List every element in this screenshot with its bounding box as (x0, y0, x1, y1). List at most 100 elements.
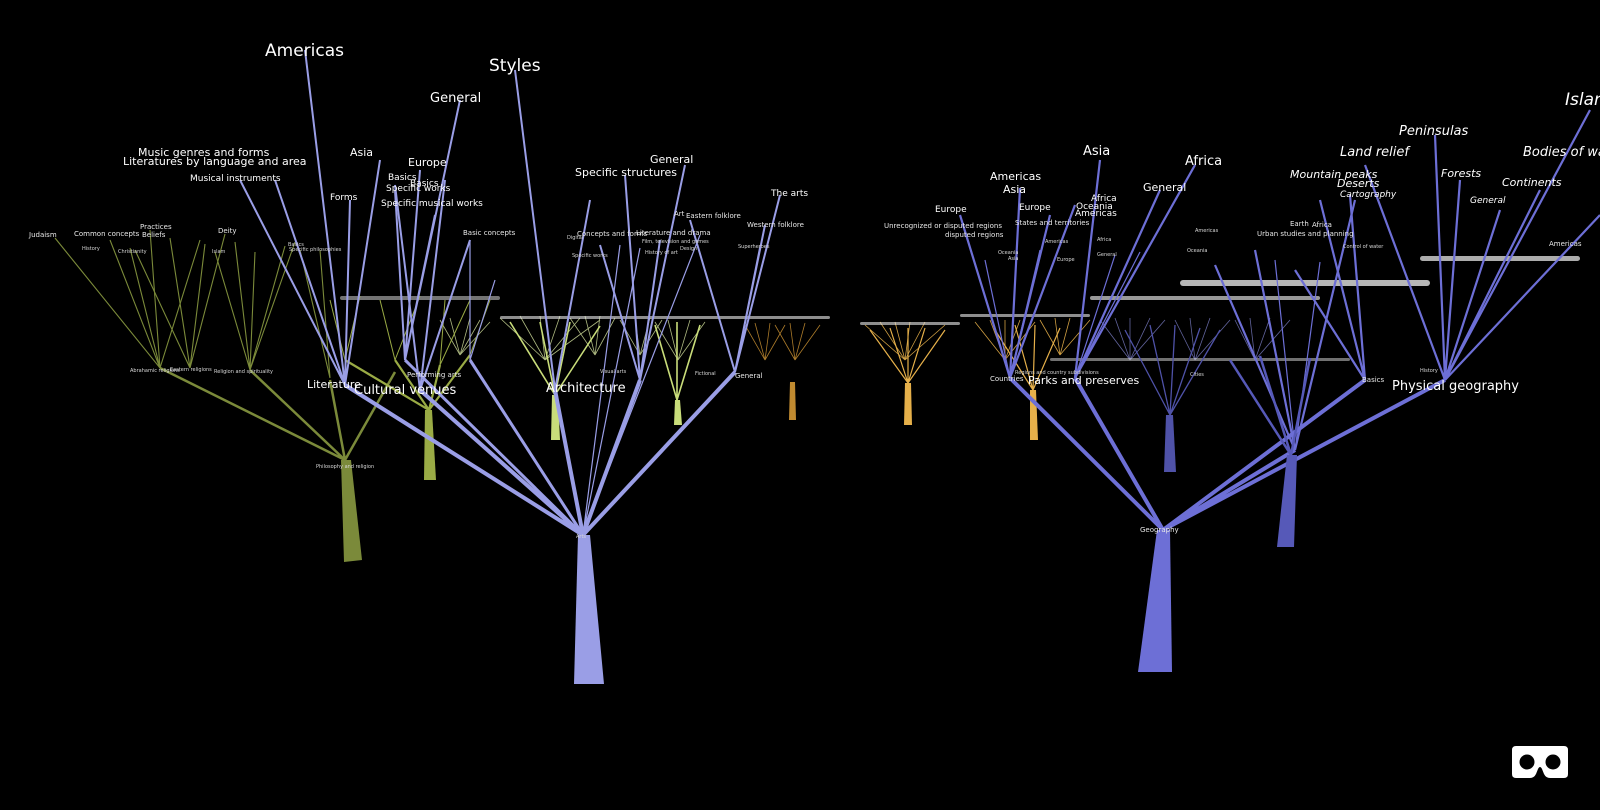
label-asia-geo[interactable]: Asia (1083, 144, 1110, 159)
label-the-arts[interactable]: The arts (770, 189, 808, 199)
label-europe-geo[interactable]: Europe (935, 205, 967, 215)
label-specific-structures[interactable]: Specific structures (575, 166, 677, 179)
label-history-phil[interactable]: History (82, 246, 100, 252)
label-peninsulas[interactable]: Peninsulas (1399, 124, 1469, 139)
label-americas-geo-4[interactable]: Americas (1195, 228, 1219, 234)
label-geography-root[interactable]: Geography (1140, 526, 1179, 534)
label-specific-works-2[interactable]: Specific works (572, 253, 608, 259)
label-film-tv-games[interactable]: Film, television and games (642, 239, 709, 245)
label-philosophy-religion[interactable]: Philosophy and religion (316, 464, 374, 470)
label-specific-works[interactable]: Specific works (386, 184, 451, 194)
label-eastern-religions[interactable]: Eastern religions (170, 367, 212, 373)
label-literature[interactable]: Literature (307, 378, 361, 391)
label-asia-geo-3[interactable]: Asia (1008, 256, 1018, 262)
label-basic-concepts[interactable]: Basic concepts (463, 229, 516, 237)
label-beliefs[interactable]: Beliefs (142, 231, 166, 239)
label-architecture[interactable]: Architecture (546, 381, 626, 396)
label-mountain-peaks[interactable]: Mountain peaks (1290, 168, 1378, 181)
label-performing-arts[interactable]: Performing arts (407, 371, 461, 379)
label-basics[interactable]: Basics (388, 173, 417, 183)
label-urban-studies[interactable]: Urban studies and planning (1257, 230, 1354, 238)
label-earth[interactable]: Earth (1290, 220, 1309, 228)
label-cities[interactable]: Cities (1190, 372, 1204, 378)
label-common-concepts[interactable]: Common concepts (74, 230, 140, 238)
tree-arts[interactable] (239, 49, 781, 684)
label-religion-spirituality[interactable]: Religion and spirituality (214, 369, 273, 375)
label-africa-geo-2[interactable]: Africa (1091, 194, 1117, 204)
label-control-of-water[interactable]: Control of water (1343, 244, 1384, 250)
label-countries[interactable]: Countries (990, 375, 1024, 383)
label-europe-geo-3[interactable]: Europe (1057, 257, 1075, 263)
label-history-geo[interactable]: History (1420, 368, 1438, 374)
label-history-of-art[interactable]: History of art (645, 250, 678, 256)
label-asia-geo-2[interactable]: Asia (1003, 183, 1026, 196)
tree-geo-distant[interactable] (1124, 324, 1221, 472)
label-visual-arts[interactable]: Visual arts (600, 369, 627, 375)
label-basics-geo[interactable]: Basics (1362, 376, 1385, 384)
label-islam[interactable]: Islam (212, 249, 226, 255)
label-oceania-geo[interactable]: Oceania (1076, 202, 1113, 212)
label-cultural-venues[interactable]: Cultural venues (354, 383, 456, 398)
vr-mode-button[interactable] (1510, 744, 1570, 780)
tree-philosophy-religion[interactable] (54, 229, 397, 562)
label-practices[interactable]: Practices (140, 223, 172, 231)
label-specific-musical-works[interactable]: Specific musical works (381, 199, 483, 209)
label-superheroes[interactable]: Superheroes (738, 244, 770, 250)
label-general-geo-3[interactable]: General (1470, 196, 1506, 206)
label-judaism[interactable]: Judaism (28, 231, 57, 239)
label-africa-geo-4[interactable]: Africa (1312, 221, 1332, 229)
label-americas-geo[interactable]: Americas (990, 170, 1041, 183)
label-music-genres[interactable]: Music genres and forms (138, 146, 270, 159)
label-africa-geo[interactable]: Africa (1185, 154, 1222, 169)
label-concepts-forms[interactable]: Concepts and forms (577, 230, 648, 238)
label-general-geo-2[interactable]: General (1097, 252, 1117, 258)
tree-orange-small[interactable] (789, 382, 796, 420)
label-americas-geo-3[interactable]: Americas (1045, 239, 1069, 245)
label-basics-phil[interactable]: Basics (288, 242, 304, 248)
label-asia[interactable]: Asia (350, 146, 373, 159)
label-eastern-folklore[interactable]: Eastern folklore (686, 212, 741, 220)
label-western-folklore[interactable]: Western folklore (747, 221, 804, 229)
label-art[interactable]: Art (674, 210, 685, 218)
label-literatures-language[interactable]: Literatures by language and area (123, 155, 307, 168)
label-arts-root[interactable]: Arts (576, 534, 586, 540)
label-europe-geo-2[interactable]: Europe (1019, 203, 1051, 213)
label-oceania-geo-3[interactable]: Oceania (1187, 248, 1207, 254)
label-europe[interactable]: Europe (408, 156, 447, 169)
label-general-arts[interactable]: General (735, 372, 763, 380)
label-regions-divisions[interactable]: Regions and country subdivisions (1015, 370, 1099, 376)
label-deity[interactable]: Deity (218, 227, 237, 235)
label-land-relief[interactable]: Land relief (1340, 145, 1411, 160)
label-islands[interactable]: Islands (1565, 90, 1600, 110)
label-forests[interactable]: Forests (1441, 167, 1481, 180)
label-design[interactable]: Design (680, 246, 697, 252)
label-parks-preserves[interactable]: Parks and preserves (1028, 374, 1140, 387)
label-christianity[interactable]: Christianity (118, 249, 147, 255)
label-forms[interactable]: Forms (330, 193, 358, 203)
label-general-geo[interactable]: General (1143, 181, 1186, 194)
label-deserts[interactable]: Deserts (1337, 177, 1380, 190)
label-africa-geo-3[interactable]: Africa (1097, 237, 1111, 243)
label-fictional[interactable]: Fictional (695, 371, 716, 377)
label-styles[interactable]: Styles (489, 56, 541, 76)
label-specific-philosophies[interactable]: Specific philosophies (289, 247, 342, 253)
label-general-mid[interactable]: General (650, 153, 693, 166)
label-continents[interactable]: Continents (1502, 176, 1562, 189)
label-unrecognized[interactable]: Unrecognized or disputed regions (884, 222, 1002, 230)
label-americas-geo-5[interactable]: Americas (1549, 240, 1582, 248)
tree-geography[interactable] (958, 109, 1600, 672)
label-musical-instruments[interactable]: Musical instruments (190, 174, 281, 184)
label-states-territories[interactable]: States and territories (1015, 219, 1090, 227)
label-abrahamic[interactable]: Abrahamic religions (130, 368, 180, 374)
label-bodies-of-water[interactable]: Bodies of water (1523, 145, 1600, 160)
label-physical-geography[interactable]: Physical geography (1392, 379, 1519, 394)
label-disputed-regions[interactable]: disputed regions (945, 231, 1004, 239)
label-americas-geo-2[interactable]: Americas (1075, 209, 1117, 219)
label-oceania-geo-2[interactable]: Oceania (998, 250, 1018, 256)
tree-geography-secondary[interactable] (1228, 355, 1312, 547)
label-literature-drama[interactable]: Literature and drama (636, 229, 711, 237)
label-digital[interactable]: Digital (567, 235, 583, 241)
label-general[interactable]: General (430, 91, 481, 106)
label-cartography[interactable]: Cartography (1340, 190, 1397, 200)
